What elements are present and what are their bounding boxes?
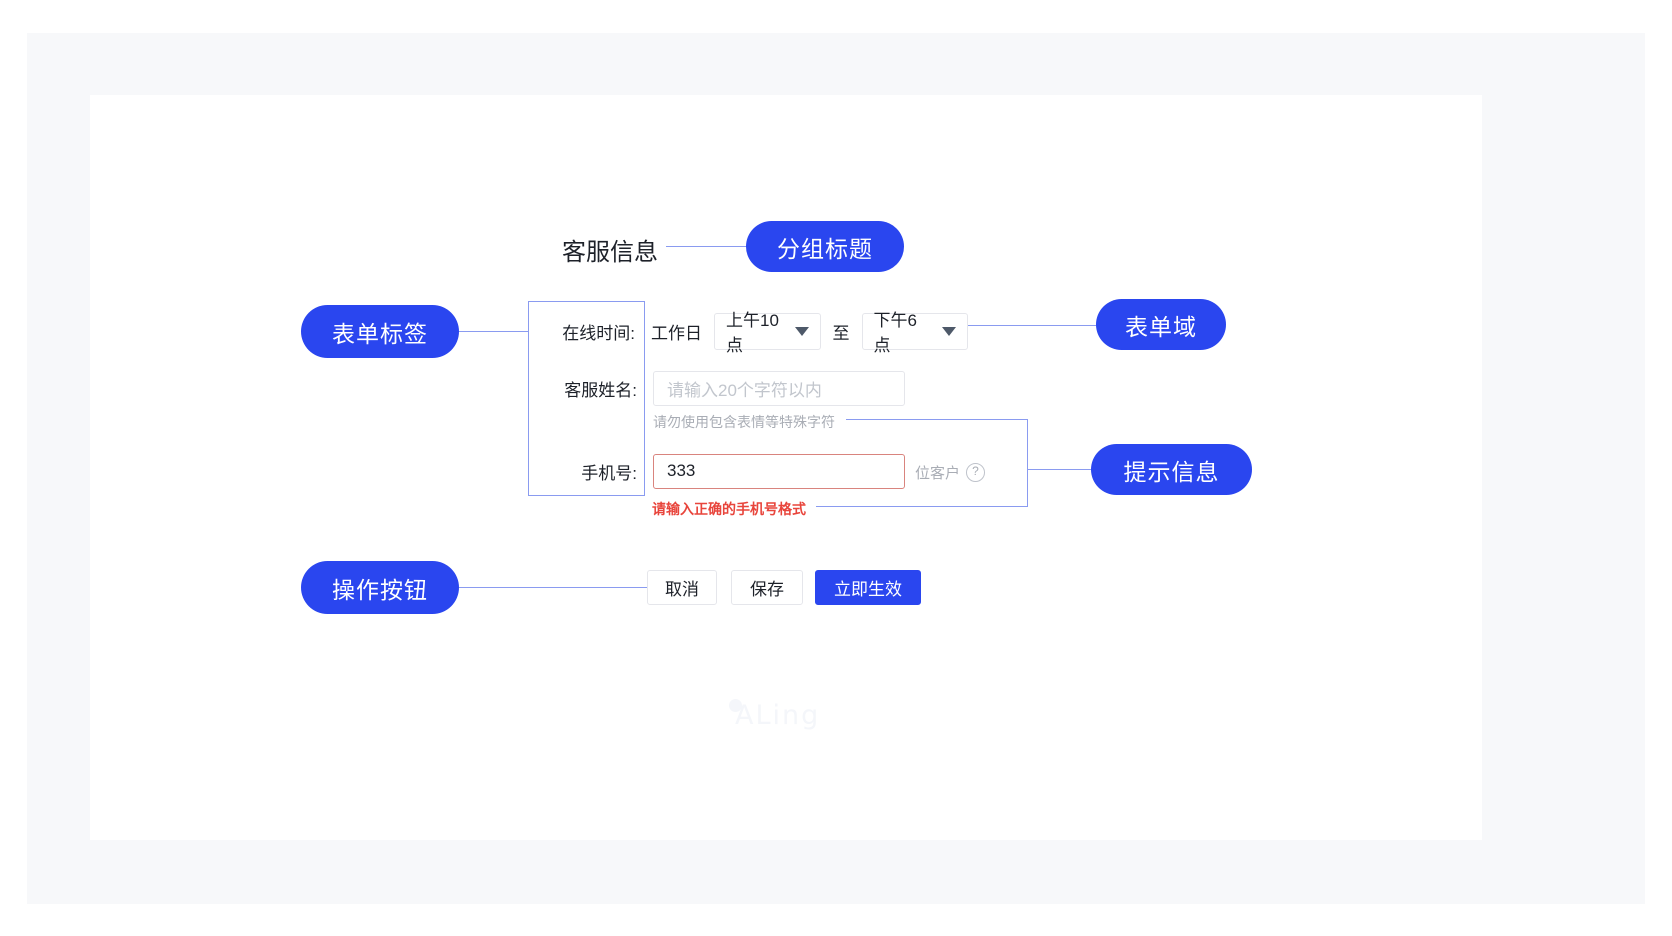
form-row-online-time: 在线时间: 工作日 上午10点 至 下午6点 [528,311,968,355]
apply-button[interactable]: 立即生效 [815,570,921,605]
chevron-down-icon [794,326,809,336]
annotation-pill-form-label: 表单标签 [301,305,459,358]
watermark-text: ALing [735,700,821,731]
error-message-phone: 请输入正确的手机号格式 [652,501,806,517]
select-start-time[interactable]: 上午10点 [714,311,821,355]
hint-agent-name: 请勿使用包含表情等特殊字符 [653,414,835,430]
form-row-agent-name: 客服姓名: 请输入20个字符以内 [528,370,968,406]
annotation-pill-action-button: 操作按钮 [301,561,459,614]
select-end-time[interactable]: 下午6点 [861,311,968,355]
label-phone: 手机号: [581,463,637,483]
chevron-down-icon [942,326,956,336]
annotation-pill-group-title: 分组标题 [746,221,904,272]
connector-hint-to-pill [1027,469,1091,470]
save-button[interactable]: 保存 [731,570,803,605]
help-circle-icon[interactable]: ? [966,463,986,482]
connector-group-title [666,246,746,247]
connector-form-field [966,325,1096,326]
connector-hint-top [846,419,1027,420]
input-phone[interactable]: 333 [653,453,905,489]
input-agent-name[interactable]: 请输入20个字符以内 [653,370,905,406]
static-text-workday: 工作日 [651,323,703,343]
label-online-time: 在线时间: [562,323,636,343]
input-agent-name-placeholder: 请输入20个字符以内 [667,380,822,400]
group-title: 客服信息 [562,239,658,266]
annotation-pill-form-field: 表单域 [1096,299,1226,350]
connector-action-button [459,587,647,588]
connector-form-label [459,331,529,332]
connector-hint-bottom [816,506,1027,507]
form-row-phone: 手机号: 333 [528,453,968,489]
phone-suffix-text: 位客户 [915,465,961,482]
separator-to: 至 [832,323,850,343]
select-end-time-value: 下午6点 [873,311,917,355]
annotation-pill-hint-info: 提示信息 [1091,444,1252,495]
cancel-button[interactable]: 取消 [647,570,717,605]
form-label-column-bracket [528,301,645,496]
select-start-time-value: 上午10点 [726,311,779,355]
phone-suffix: 位客户 ? [915,462,986,483]
connector-hint-vertical [1027,419,1028,507]
input-phone-value: 333 [667,461,696,480]
watermark-dot [729,699,742,712]
label-agent-name: 客服姓名: [564,380,637,400]
